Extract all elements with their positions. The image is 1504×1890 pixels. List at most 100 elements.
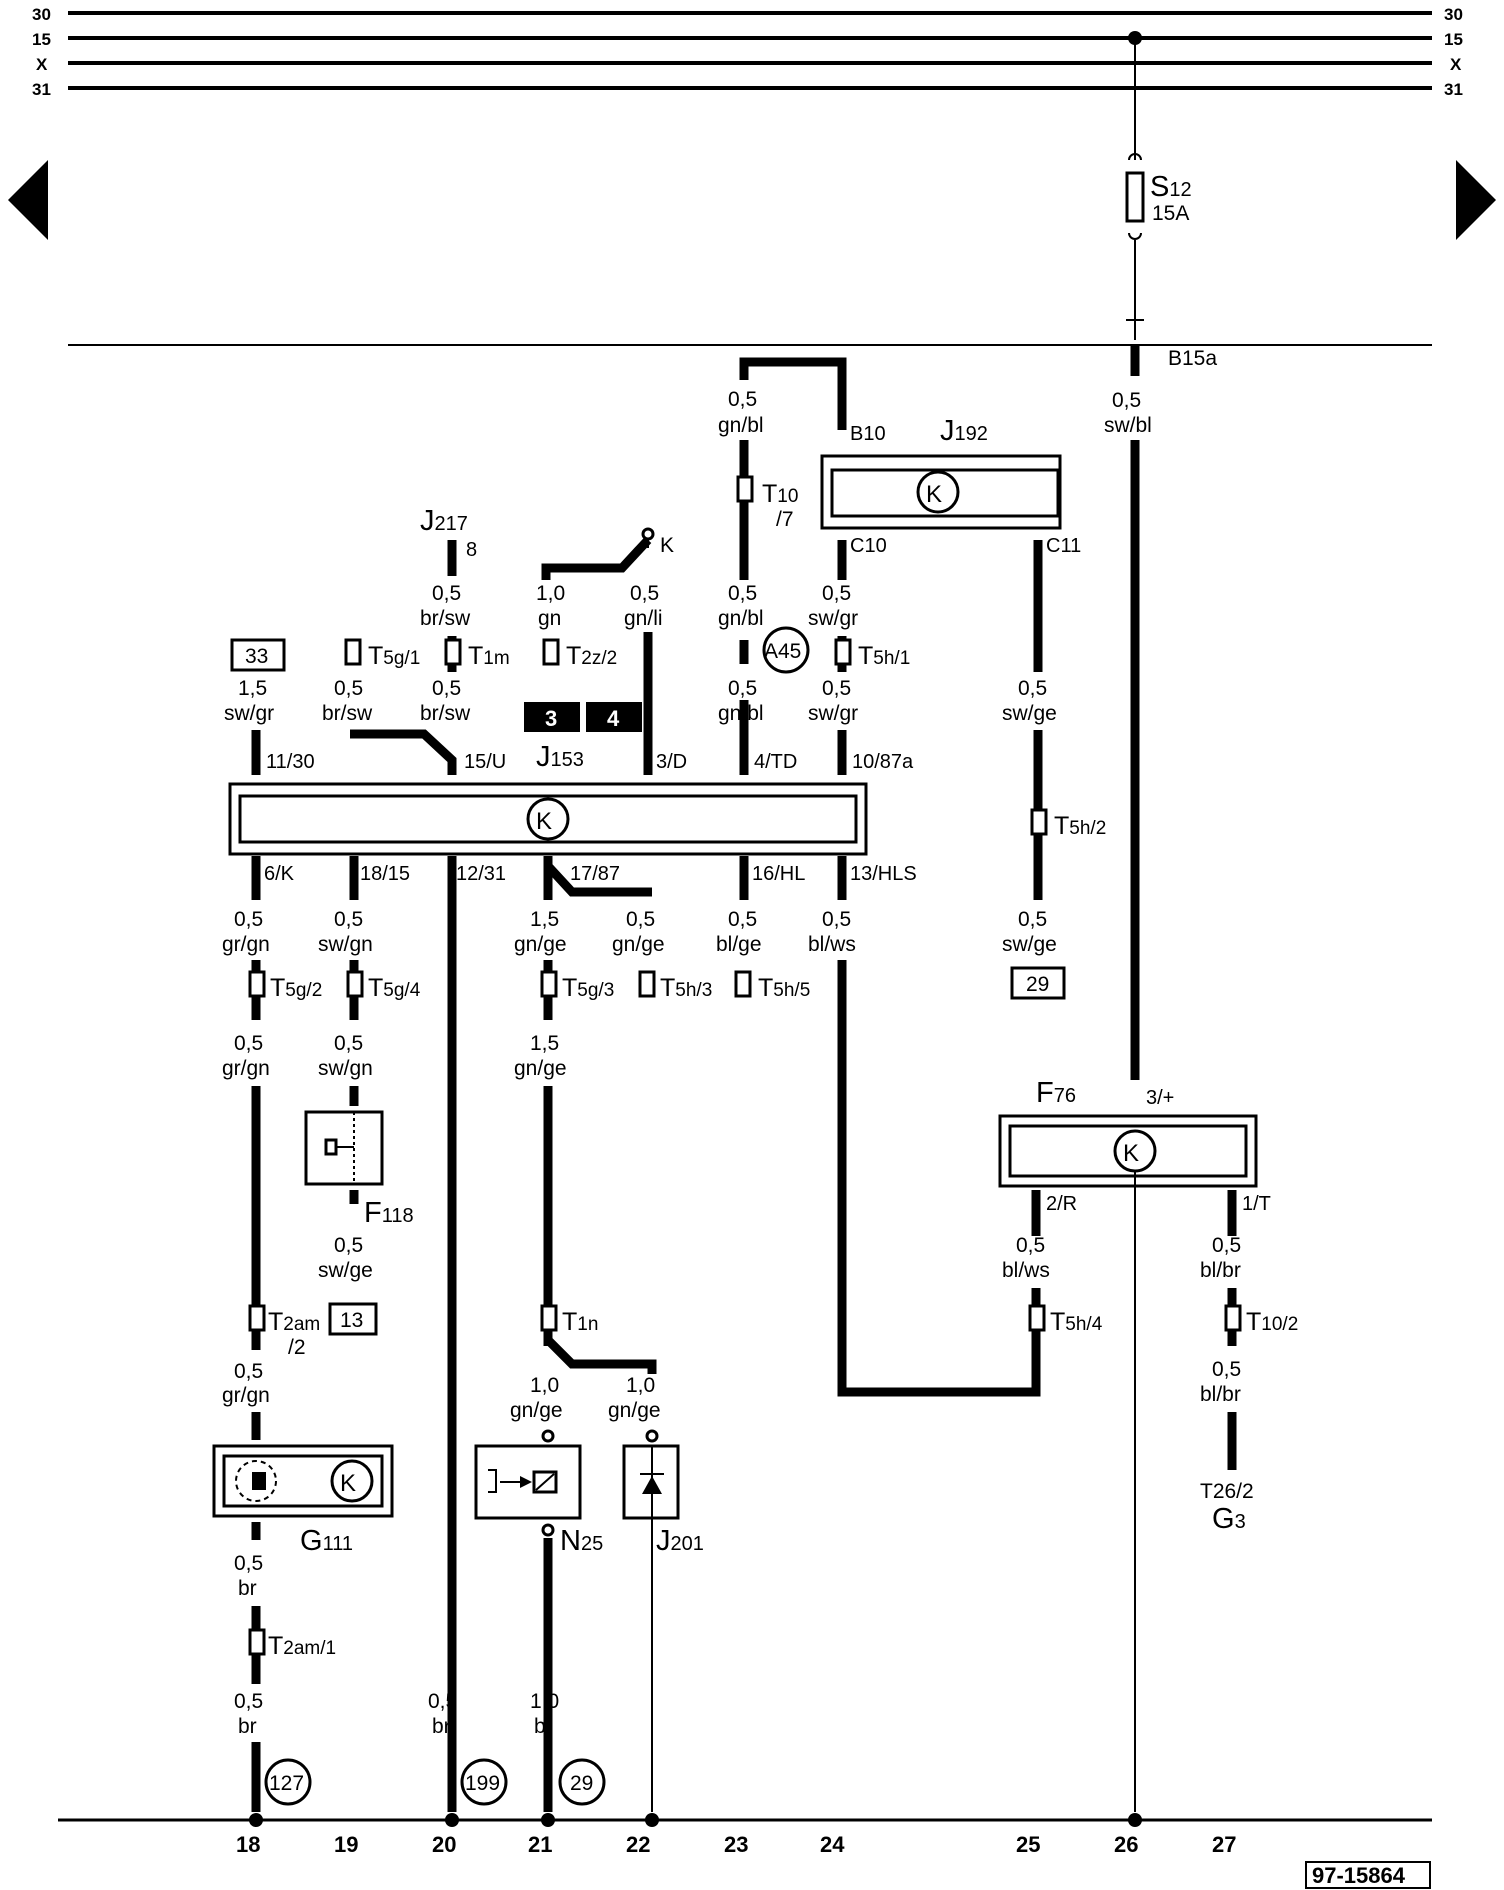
wire-label: gn	[538, 607, 561, 630]
ref-circle-199	[460, 1758, 508, 1806]
ground-point-a45	[762, 626, 810, 674]
n25-name: N25	[560, 1525, 603, 1557]
column-number: 21	[528, 1832, 552, 1857]
connector-t5g-3: T5g/3	[562, 974, 614, 1002]
ref-circle-127	[264, 1758, 312, 1806]
figure-id-box	[1305, 1861, 1431, 1889]
ref-box-29	[1010, 966, 1066, 1000]
f118-name: F118	[364, 1197, 414, 1229]
connector-t2z-2: T2z/2	[566, 642, 617, 670]
connector-t2am-2: T2am	[268, 1308, 320, 1336]
connector-t1n: T1n	[562, 1308, 598, 1336]
wire-gnli: K 1,0 gn T2z/2 0,5 gn/li 3/D	[536, 527, 687, 775]
wire-label: 0,5	[234, 1360, 263, 1383]
wire-label: gn/ge	[608, 1399, 661, 1422]
wire-label: bl/br	[1200, 1383, 1241, 1406]
wire-label: 0,5	[334, 1032, 363, 1055]
rail-15-label-right: 15	[1444, 30, 1463, 49]
column-number: 25	[1016, 1832, 1040, 1857]
pin-11-30: 11/30	[266, 751, 315, 773]
j192-k-symbol: K	[926, 481, 942, 508]
ref-circle-29	[558, 1758, 606, 1806]
connector-t5h-3: T5h/3	[660, 974, 712, 1002]
tag-box-4	[586, 702, 642, 732]
wire-label: sw/ge	[1002, 933, 1057, 956]
rail-x-label-left: X	[36, 55, 48, 74]
wire-label: bl/ws	[1002, 1259, 1050, 1282]
pin-13-hls: 13/HLS	[850, 863, 917, 885]
wire-label: 0,5	[1018, 908, 1047, 931]
connector-t5h-4: T5h/4	[1050, 1308, 1103, 1336]
wire-label: gn/bl	[718, 414, 764, 437]
wire-label: 0,5	[728, 582, 757, 605]
next-page-arrow-icon[interactable]	[1456, 160, 1496, 240]
ref-box-13	[328, 1302, 378, 1336]
wire-label: sw/gr	[808, 702, 858, 725]
connector-t5h-5: T5h/5	[758, 974, 810, 1002]
wire-label: sw/bl	[1104, 414, 1152, 437]
pin-c10: C10	[850, 535, 887, 557]
wire-label: br	[432, 1715, 451, 1738]
pin-b10: B10	[850, 423, 886, 445]
wire-label: bl/ge	[716, 933, 762, 956]
ground-line	[58, 1813, 1432, 1827]
wire-swgr-c10: 0,5 sw/gr T5h/1 0,5 sw/gr 10/87a	[808, 540, 914, 775]
wire-brsw-j217: J217 8 0,5 br/sw T1m 0,5 br/sw 15/U T5g/…	[322, 505, 510, 775]
wire-label: 0,5	[1016, 1234, 1045, 1257]
f76-k-symbol: K	[1123, 1140, 1139, 1167]
wire-label: gn/bl	[718, 702, 764, 725]
column-numbers: 18 19 20 21 22 23 24 25 26 27	[236, 1832, 1236, 1857]
wire-blbr-g3: 1/T 0,5 bl/br T10/2 0,5 bl/br T26/2 G3	[1200, 1190, 1298, 1535]
column-number: 22	[626, 1832, 650, 1857]
wire-label: br/sw	[420, 702, 471, 725]
wire-label: 0,5	[1018, 677, 1047, 700]
wire-label: 1,0	[530, 1374, 559, 1397]
tag-box-3	[524, 702, 580, 732]
wire-label: 0,5	[334, 677, 363, 700]
fuse-s12: S12 15A	[1125, 38, 1192, 340]
pin-4-td: 4/TD	[754, 751, 797, 773]
wire-label: gn/bl	[718, 607, 764, 630]
j153-lower-pins: 6/K 18/15 12/31 17/87 16/HL 13/HLS	[264, 863, 917, 885]
wire-label: 0,5	[822, 582, 851, 605]
column-number: 26	[1114, 1832, 1138, 1857]
wire-blge: 0,5 bl/ge T5h/5	[716, 856, 810, 1002]
wire-label: 0,5	[626, 908, 655, 931]
connector-t2am-2-sub: /2	[288, 1336, 306, 1359]
switch-f118-column: 0,5 sw/gn T5g/4 0,5 sw/gn F118 0,5 sw/ge…	[304, 856, 421, 1336]
pin-12-31: 12/31	[456, 863, 506, 885]
j217-pin: 8	[466, 539, 477, 561]
wire-label: gn/ge	[612, 933, 665, 956]
wire-label: 1,5	[530, 1032, 559, 1055]
pin-3-d: 3/D	[656, 751, 687, 773]
connector-t5h-1: T5h/1	[858, 642, 910, 670]
wire-label: 0,5	[432, 582, 461, 605]
wire-swbl-to-f76: 0,5 sw/bl	[1104, 346, 1152, 1080]
prev-page-arrow-icon[interactable]	[8, 160, 48, 240]
column-number: 19	[334, 1832, 358, 1857]
pin-17-87: 17/87	[570, 863, 620, 885]
ref-29-bottom: 29	[570, 1772, 593, 1795]
wire-label: sw/gr	[808, 607, 858, 630]
wire-label: sw/ge	[1002, 702, 1057, 725]
wire-label: sw/gn	[318, 1057, 373, 1080]
wire-label: 0,5	[234, 1552, 263, 1575]
pin-1-t: 1/T	[1242, 1193, 1271, 1215]
wire-label: gr/gn	[222, 933, 270, 956]
rail-31-label-right: 31	[1444, 80, 1463, 99]
ground-point-a45-label: A45	[764, 640, 801, 663]
column-number: 20	[432, 1832, 456, 1857]
wire-label: 0,5	[728, 677, 757, 700]
wire-label: 0,5	[1112, 389, 1141, 412]
f76-name: F76	[1036, 1077, 1076, 1109]
wire-label: 0,5	[334, 1234, 363, 1257]
ref-box-33	[230, 638, 286, 672]
wire-blws-loop: 0,5 bl/ws 2/R 0,5 bl/ws T5h/4	[808, 856, 1103, 1397]
tag-3: 3	[545, 706, 557, 731]
wire-label: 1,0	[536, 582, 565, 605]
ref-199: 199	[465, 1772, 500, 1795]
wire-label: 0,5	[432, 677, 461, 700]
wire-label: 0,5	[630, 582, 659, 605]
ref-127: 127	[269, 1772, 304, 1795]
sensor-g111: K G111 0,5 br T2am/1 0,5 br 127	[212, 1444, 394, 1812]
